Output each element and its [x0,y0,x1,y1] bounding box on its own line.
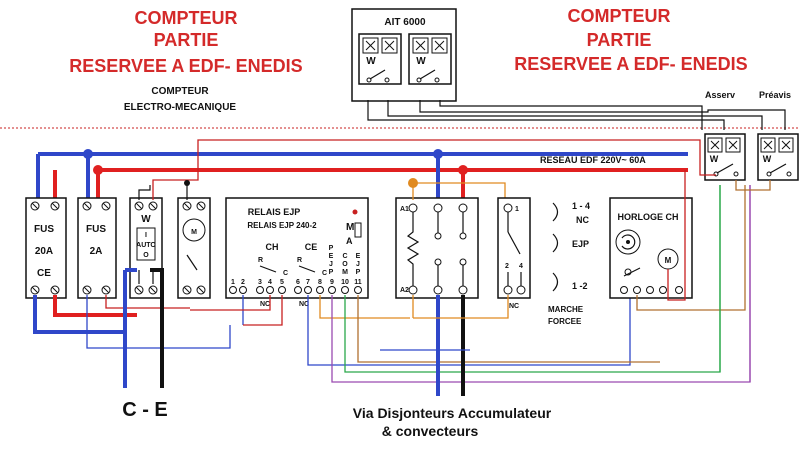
preavis-symbol: W [763,154,772,164]
svg-text:3: 3 [258,279,262,286]
fuse2-rating: 2A [90,246,103,257]
svg-text:8: 8 [318,279,322,286]
selector-term-4: 4 [519,263,523,270]
relais-ejp-c2: C [322,270,327,277]
fuse1-rating: 20A [35,246,53,257]
asserv-symbol: W [710,154,719,164]
position-nc: NC [576,215,589,225]
ait-meter-symbol-1: W [366,56,376,67]
svg-text:1: 1 [231,279,235,286]
relais-ejp-a: A [346,236,353,246]
relais-ejp-ce: CE [305,242,318,252]
relais-ejp-subtitle: RELAIS EJP 240-2 [247,221,317,230]
ait-label: AIT 6000 [384,17,426,28]
ejp-selector: 1 2 4 [497,197,531,299]
power-contactor: A1 A2 [395,197,479,299]
asserv-label: Asserv [705,90,735,100]
fuse1-bottom: CE [37,268,51,279]
title-right-line-3: RESERVEE A EDF- ENEDIS [514,54,747,74]
asserv-relay: W [704,133,746,181]
svg-text:6: 6 [296,279,300,286]
contactor-symbol: W [141,214,151,225]
relais-ejp-com: C O M [342,253,348,276]
svg-text:9: 9 [330,279,334,286]
output-ce-label: C - E [122,399,168,421]
svg-text:C: C [342,253,347,260]
horloge-ch: HORLOGE CH M [609,197,693,299]
contactor-mode-i: I [145,232,147,239]
position-forcee: FORCEE [548,317,582,326]
svg-text:4: 4 [268,279,272,286]
svg-text:P: P [329,269,334,276]
fuse2-top: FUS [86,224,106,235]
meter-type-line-1: COMPTEUR [151,86,209,97]
title-left-line-2: PARTIE [154,30,219,50]
svg-text:10: 10 [341,279,349,286]
contactor-w: W I AUTO O [129,197,163,299]
fuse1-top: FUS [34,224,54,235]
horloge-label: HORLOGE CH [617,212,678,222]
contactor-mode-auto: AUTO [136,242,156,249]
output-disjoncteurs-line-2: & convecteurs [382,423,479,439]
motor-symbol: M [191,229,197,236]
meter-type-line-2: ELECTRO-MECANIQUE [124,102,237,113]
svg-text:O: O [342,261,348,268]
ait-meter-symbol-2: W [416,56,426,67]
svg-text:M: M [342,269,348,276]
relais-ejp-ejp: E J P [356,253,361,276]
output-disjoncteurs-line-1: Via Disjonteurs Accumulateur [353,405,552,421]
relais-nc-2: NC [299,301,309,308]
title-right: COMPTEUR PARTIE RESERVEE A EDF- ENEDIS [514,6,747,74]
svg-text:P: P [329,245,334,252]
svg-text:E: E [356,253,361,260]
title-left-line-1: COMPTEUR [135,8,238,28]
horloge-motor: M [665,256,672,265]
fuse-20a-ce: FUS 20A CE [25,197,67,299]
selector-term-2: 2 [505,263,509,270]
contactor-mode-o: O [143,252,149,259]
svg-text:11: 11 [354,279,362,286]
ait-6000-unit: AIT 6000 W W [351,8,457,102]
position-1-2: 1 -2 [572,281,588,291]
position-1-4: 1 - 4 [572,201,590,211]
position-marche: MARCHE [548,305,584,314]
relais-ejp-ch: CH [266,242,279,252]
selector-nc: NC [509,303,519,310]
motor-unit: M [177,197,211,299]
relais-ejp-c1: C [283,270,288,277]
preavis-label: Préavis [759,90,791,100]
svg-text:5: 5 [280,279,284,286]
network-label: RESEAU EDF 220V~ 60A [540,155,646,165]
fuse-2a: FUS 2A [77,197,117,299]
svg-text:J: J [329,261,333,268]
selector-positions: 1 - 4 NC EJP 1 -2 MARCHE FORCEE [548,201,590,326]
power-a2: A2 [400,287,409,294]
svg-text:J: J [356,261,360,268]
svg-text:E: E [329,253,334,260]
title-left: COMPTEUR PARTIE RESERVEE A EDF- ENEDIS [69,8,302,76]
position-ejp: EJP [572,239,589,249]
title-right-line-1: COMPTEUR [568,6,671,26]
relais-nc-1: NC [260,301,270,308]
power-a1: A1 [400,206,409,213]
relais-ejp-title: RELAIS EJP [248,207,301,217]
relais-ejp-r2: R [297,257,302,264]
svg-text:P: P [356,269,361,276]
title-left-line-3: RESERVEE A EDF- ENEDIS [69,56,302,76]
title-right-line-2: PARTIE [587,30,652,50]
relais-ejp-pejp: P E J P [329,245,334,276]
svg-text:2: 2 [241,279,245,286]
relais-ejp-m: M [346,222,354,233]
relais-ejp: RELAIS EJP RELAIS EJP 240-2 M A CH CE R … [225,197,369,299]
selector-term-1: 1 [515,206,519,213]
relais-ejp-terminals [229,286,362,294]
svg-text:7: 7 [306,279,310,286]
relais-ejp-r1: R [258,257,263,264]
preavis-relay: W [757,133,799,181]
